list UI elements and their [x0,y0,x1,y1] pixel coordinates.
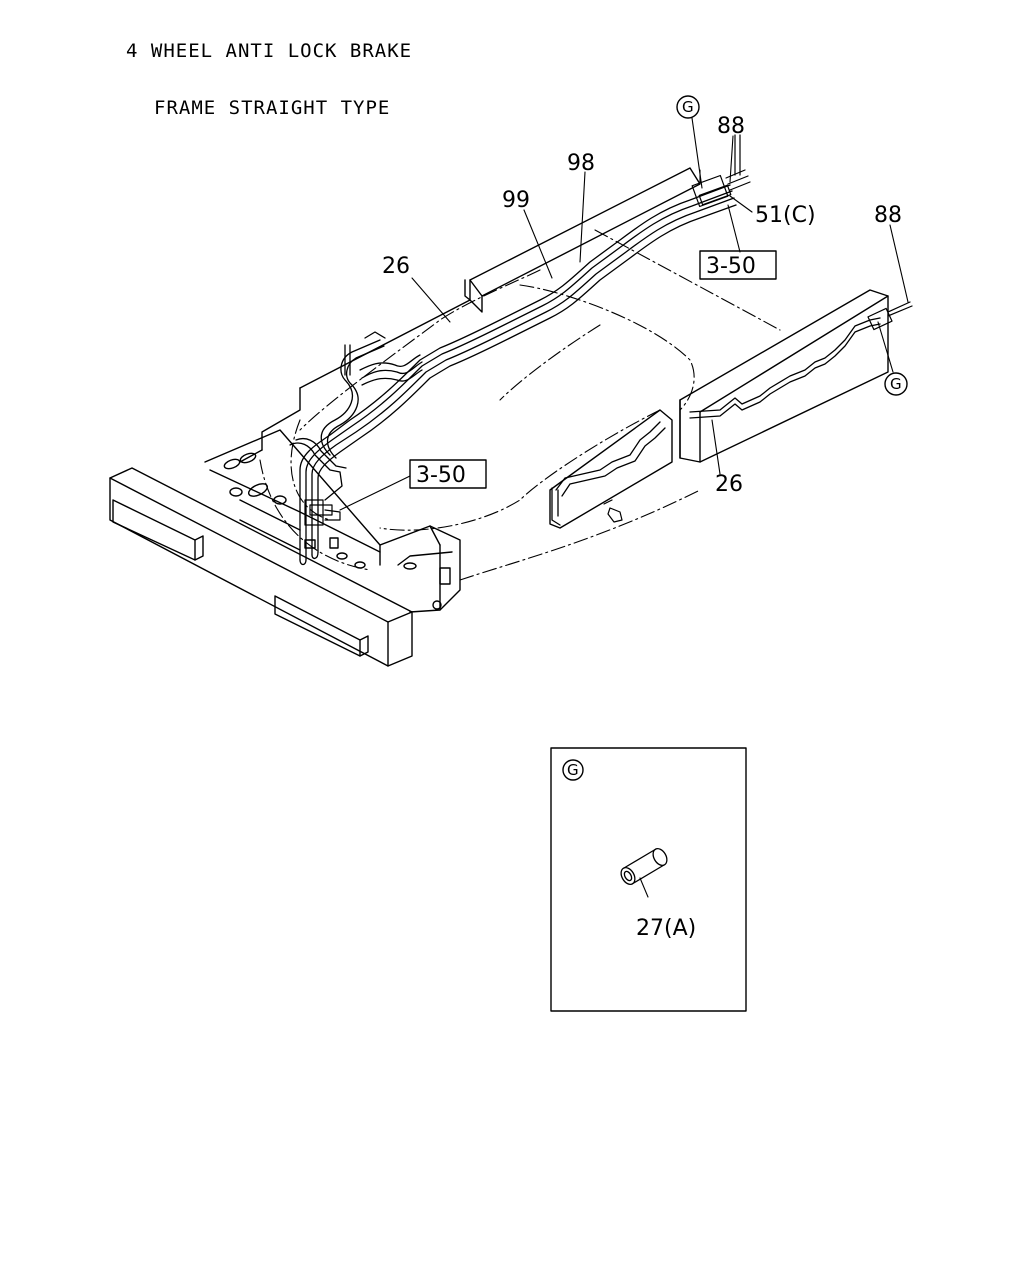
phantom-lines [259,169,781,581]
callout-51c: 51(C) [755,203,816,228]
callout-27a: 27(A) [636,916,696,941]
front-crossmember [109,429,461,667]
title-line-2: FRAME STRAIGHT TYPE [154,97,391,119]
collar-part [620,847,668,886]
detail-marker-g-right-circle [884,372,908,396]
callout-98: 98 [567,151,595,176]
detail-marker-g-top-circle [676,95,700,119]
brake-lines [289,184,881,566]
leader-lines [339,117,909,898]
ref-box-lower [409,459,487,489]
diagram-title: 4 WHEEL ANTI LOCK BRAKE FRAME STRAIGHT T… [126,4,412,137]
detail-marker-g-right: G [890,375,902,393]
ref-3-50-lower: 3-50 [416,463,466,488]
crossmember-features [223,452,417,570]
callout-88-top: 88 [717,114,745,139]
ref-box-upper [699,250,777,280]
callout-88-right: 88 [874,203,902,228]
callout-26-lower: 26 [715,472,743,497]
line-clamps [304,134,913,526]
detail-marker-g-inset-circle [562,759,584,781]
detail-marker-g-top: G [682,98,694,116]
callout-26-upper: 26 [382,254,410,279]
callout-99: 99 [502,188,530,213]
title-line-1: 4 WHEEL ANTI LOCK BRAKE [126,40,413,62]
detail-marker-g-inset: G [567,761,579,779]
ref-3-50-upper: 3-50 [706,254,756,279]
detail-inset-frame [550,747,747,1012]
